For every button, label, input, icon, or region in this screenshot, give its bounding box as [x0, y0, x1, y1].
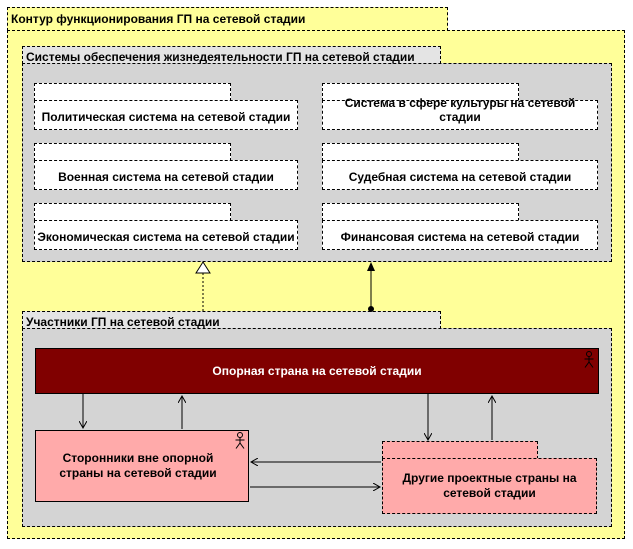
system-financial: Финансовая система на сетевой стадии [322, 220, 598, 250]
system-economic-label: Экономическая система на сетевой стадии [37, 230, 295, 244]
outer-frame-tab [7, 7, 448, 31]
system-judicial-label: Судебная система на сетевой стадии [348, 170, 572, 184]
system-military: Военная система на сетевой стадии [34, 160, 298, 190]
system-judicial: Судебная система на сетевой стадии [322, 160, 598, 190]
system-political-label: Политическая система на сетевой стадии [41, 110, 291, 124]
participants-group-tab [22, 311, 441, 329]
association-origin [368, 306, 374, 312]
system-economic-tab [34, 203, 231, 221]
supporters-box: Сторонники вне опорной страны на сетевой… [35, 430, 249, 502]
system-culture: Система в сфере культуры на сетевой стад… [322, 96, 598, 130]
life-support-group-label: Системы обеспечения жизнедеятельности ГП… [26, 50, 415, 64]
realization-arrowhead [195, 261, 211, 274]
association-arrowhead [367, 262, 375, 271]
life-support-group-tab [22, 46, 441, 64]
actor-icon [235, 432, 245, 449]
participants-group-label: Участники ГП на сетевой стадии [26, 315, 220, 329]
outer-frame-label: Контур функционирования ГП на сетевой ст… [11, 12, 306, 26]
system-military-tab [34, 143, 231, 161]
system-economic: Экономическая система на сетевой стадии [34, 220, 298, 250]
other-countries-label: Другие проектные страны на сетевой стади… [402, 471, 577, 500]
core-country-label: Опорная страна на сетевой стадии [212, 364, 422, 378]
system-financial-tab [322, 203, 519, 221]
system-judicial-tab [322, 143, 519, 161]
system-culture-tab [322, 83, 519, 101]
system-culture-label: Система в сфере культуры на сетевой стад… [344, 96, 576, 124]
system-political: Политическая система на сетевой стадии [34, 100, 298, 130]
system-political-tab [34, 83, 231, 101]
system-military-label: Военная система на сетевой стадии [58, 170, 274, 184]
system-financial-label: Финансовая система на сетевой стадии [340, 230, 580, 244]
core-country-box: Опорная страна на сетевой стадии [35, 348, 599, 394]
actor-icon [584, 351, 594, 368]
other-countries-tab [382, 441, 538, 459]
other-countries-box: Другие проектные страны на сетевой стади… [382, 458, 597, 514]
supporters-label: Сторонники вне опорной страны на сетевой… [59, 451, 217, 480]
